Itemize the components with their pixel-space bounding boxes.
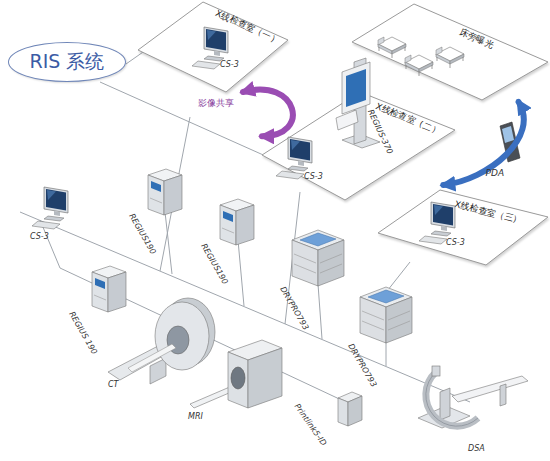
bed-icon — [378, 37, 406, 58]
system-title: RIS 系统 — [30, 49, 105, 75]
network-wire — [238, 240, 244, 306]
room-outline — [138, 2, 288, 92]
room-panel: X线检查室（三） — [378, 185, 550, 270]
printer-icon — [292, 230, 344, 286]
room-outline — [352, 4, 548, 100]
device-label: DRYPRO793 — [346, 342, 378, 389]
exchange-arrow — [243, 90, 293, 137]
device-label: MRI — [188, 412, 203, 421]
device-label: REGIUS190 — [199, 242, 229, 286]
workstation-icon — [32, 187, 68, 229]
printer-icon — [360, 287, 412, 343]
mri-icon — [190, 340, 282, 408]
device-label: DSA — [468, 444, 485, 453]
reader-icon — [148, 169, 182, 215]
ct-scanner-icon — [108, 298, 215, 384]
bed-icon — [436, 47, 464, 68]
edge-label: PDA — [486, 168, 505, 179]
device-label: REGIUS-370 — [366, 108, 395, 156]
reader-icon — [92, 266, 126, 312]
reader-icon — [220, 199, 254, 245]
edge-label: 影像共享 — [198, 98, 234, 109]
device-label: CS-3 — [30, 232, 49, 241]
device-label: REGIUS190 — [127, 212, 157, 256]
device-label: REGIUS 190 — [67, 310, 99, 356]
device-label: CT — [108, 380, 118, 389]
network-wire — [165, 212, 172, 274]
bed-icon — [405, 55, 433, 76]
device-label: DRYPRO793 — [278, 285, 310, 332]
printlink-icon — [338, 392, 362, 426]
room-outline — [378, 185, 550, 270]
device-label: Printlink5-ID — [293, 402, 329, 447]
room-outline — [378, 190, 548, 265]
device-label: CS-3 — [304, 172, 323, 181]
device-label: CS-3 — [446, 238, 465, 247]
xray-stand-icon — [336, 58, 380, 148]
system-oval: RIS 系统 — [8, 42, 126, 82]
network-wire — [318, 284, 322, 339]
workstation-icon — [419, 202, 455, 244]
network-wire — [386, 340, 387, 366]
exchange-arrow — [443, 102, 523, 185]
device-label: CS-3 — [220, 60, 239, 69]
dsa-icon — [418, 366, 528, 428]
